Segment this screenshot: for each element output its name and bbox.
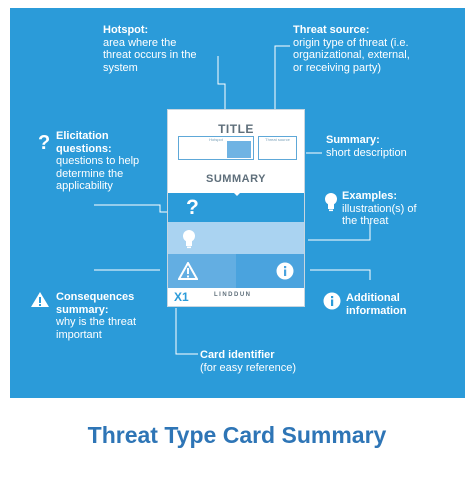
- examples-title: Examples:: [342, 190, 398, 202]
- summary-annotation: Summary: short description: [326, 134, 436, 159]
- diagram-panel: Hotspot: area where the threat occurs in…: [10, 8, 465, 398]
- card-identifier-annotation: Card identifier (for easy reference): [200, 349, 340, 374]
- elicitation-leader: [94, 204, 178, 213]
- card-additional-band: [236, 254, 304, 288]
- threat-source-title: Threat source:: [293, 24, 370, 36]
- summary-notch: [231, 190, 243, 196]
- examples-leader: [308, 223, 371, 241]
- examples-annotation: Examples: illustration(s) of the threat: [342, 190, 432, 228]
- card-question-band: ?: [168, 193, 304, 222]
- hotspot-desc: area where the threat occurs in the syst…: [103, 36, 197, 74]
- card-lightbulb-icon: [183, 230, 195, 249]
- warning-triangle-icon: [31, 292, 49, 307]
- card-consequences-band: [168, 254, 236, 288]
- card-question-icon: ?: [186, 196, 199, 219]
- additional-annotation: Additional information: [346, 292, 446, 317]
- threat-source-annotation: Threat source: origin type of threat (i.…: [293, 24, 418, 74]
- elicitation-desc: questions to help determine the applicab…: [56, 155, 140, 192]
- card-id-leader: [175, 308, 198, 355]
- card-hotspot-box: Hotspot: [178, 136, 254, 160]
- examples-desc: illustration(s) of the threat: [342, 202, 417, 228]
- consequences-annotation: Consequences summary: why is the threat …: [56, 291, 166, 341]
- threat-source-desc: origin type of threat (i.e. organization…: [293, 36, 410, 74]
- card-id: X1: [174, 290, 189, 304]
- additional-title: Additional: [346, 292, 400, 304]
- threat-card: TITLE Hotspot Threat source SUMMARY ?: [167, 109, 305, 307]
- summary-title: Summary:: [326, 134, 380, 146]
- card-identifier-desc: (for easy reference): [200, 361, 296, 374]
- additional-desc: information: [346, 304, 407, 317]
- additional-leader: [310, 269, 371, 280]
- threat-source-leader: [274, 45, 290, 136]
- hotspot-annotation: Hotspot: area where the threat occurs in…: [103, 24, 203, 74]
- card-hotspot-label: Hotspot: [209, 137, 223, 142]
- card-identifier-title: Card identifier: [200, 349, 275, 361]
- card-title: TITLE: [218, 122, 254, 136]
- figure-caption: Threat Type Card Summary: [87, 422, 387, 448]
- card-warning-icon: [178, 262, 198, 280]
- elicitation-title: Elicitation questions:: [56, 130, 112, 155]
- lightbulb-icon: [325, 193, 337, 212]
- card-hotspot-fill: [227, 141, 251, 158]
- consequences-title: Consequences summary:: [56, 291, 135, 316]
- summary-desc: short description: [326, 146, 407, 159]
- card-threat-source-label: Threat source: [265, 137, 290, 142]
- card-brand-logo: LINDDUN: [214, 292, 252, 298]
- question-mark-icon: ?: [38, 132, 51, 154]
- card-footer: X1 LINDDUN: [168, 288, 304, 306]
- elicitation-annotation: Elicitation questions: questions to help…: [56, 130, 166, 193]
- info-icon: [323, 292, 341, 310]
- card-info-icon: [276, 262, 294, 280]
- hotspot-title: Hotspot:: [103, 24, 149, 36]
- consequences-desc: why is the threat important: [56, 316, 137, 341]
- card-examples-band: [168, 222, 304, 254]
- card-summary: SUMMARY: [206, 173, 266, 185]
- card-threat-source-box: Threat source: [258, 136, 297, 160]
